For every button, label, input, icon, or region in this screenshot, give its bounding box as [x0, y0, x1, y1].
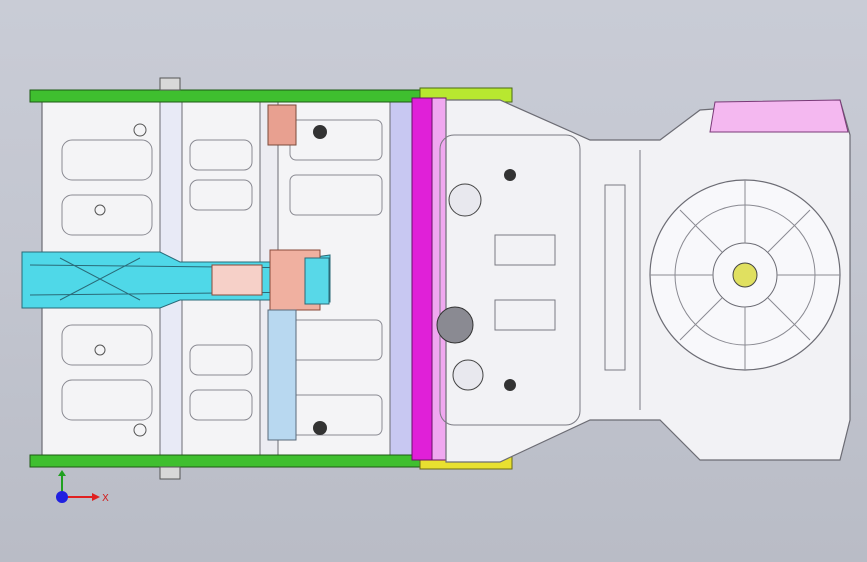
seat-bracket-mid	[267, 309, 297, 441]
seat-bracket-front	[267, 104, 297, 146]
coordinate-triad: X	[56, 470, 109, 504]
rear-seat-crossmember	[411, 97, 447, 461]
rear-floor-panel	[436, 99, 851, 463]
x-axis-label: X	[102, 493, 109, 504]
z-axis-icon	[56, 491, 68, 503]
center-tunnel	[21, 249, 331, 311]
